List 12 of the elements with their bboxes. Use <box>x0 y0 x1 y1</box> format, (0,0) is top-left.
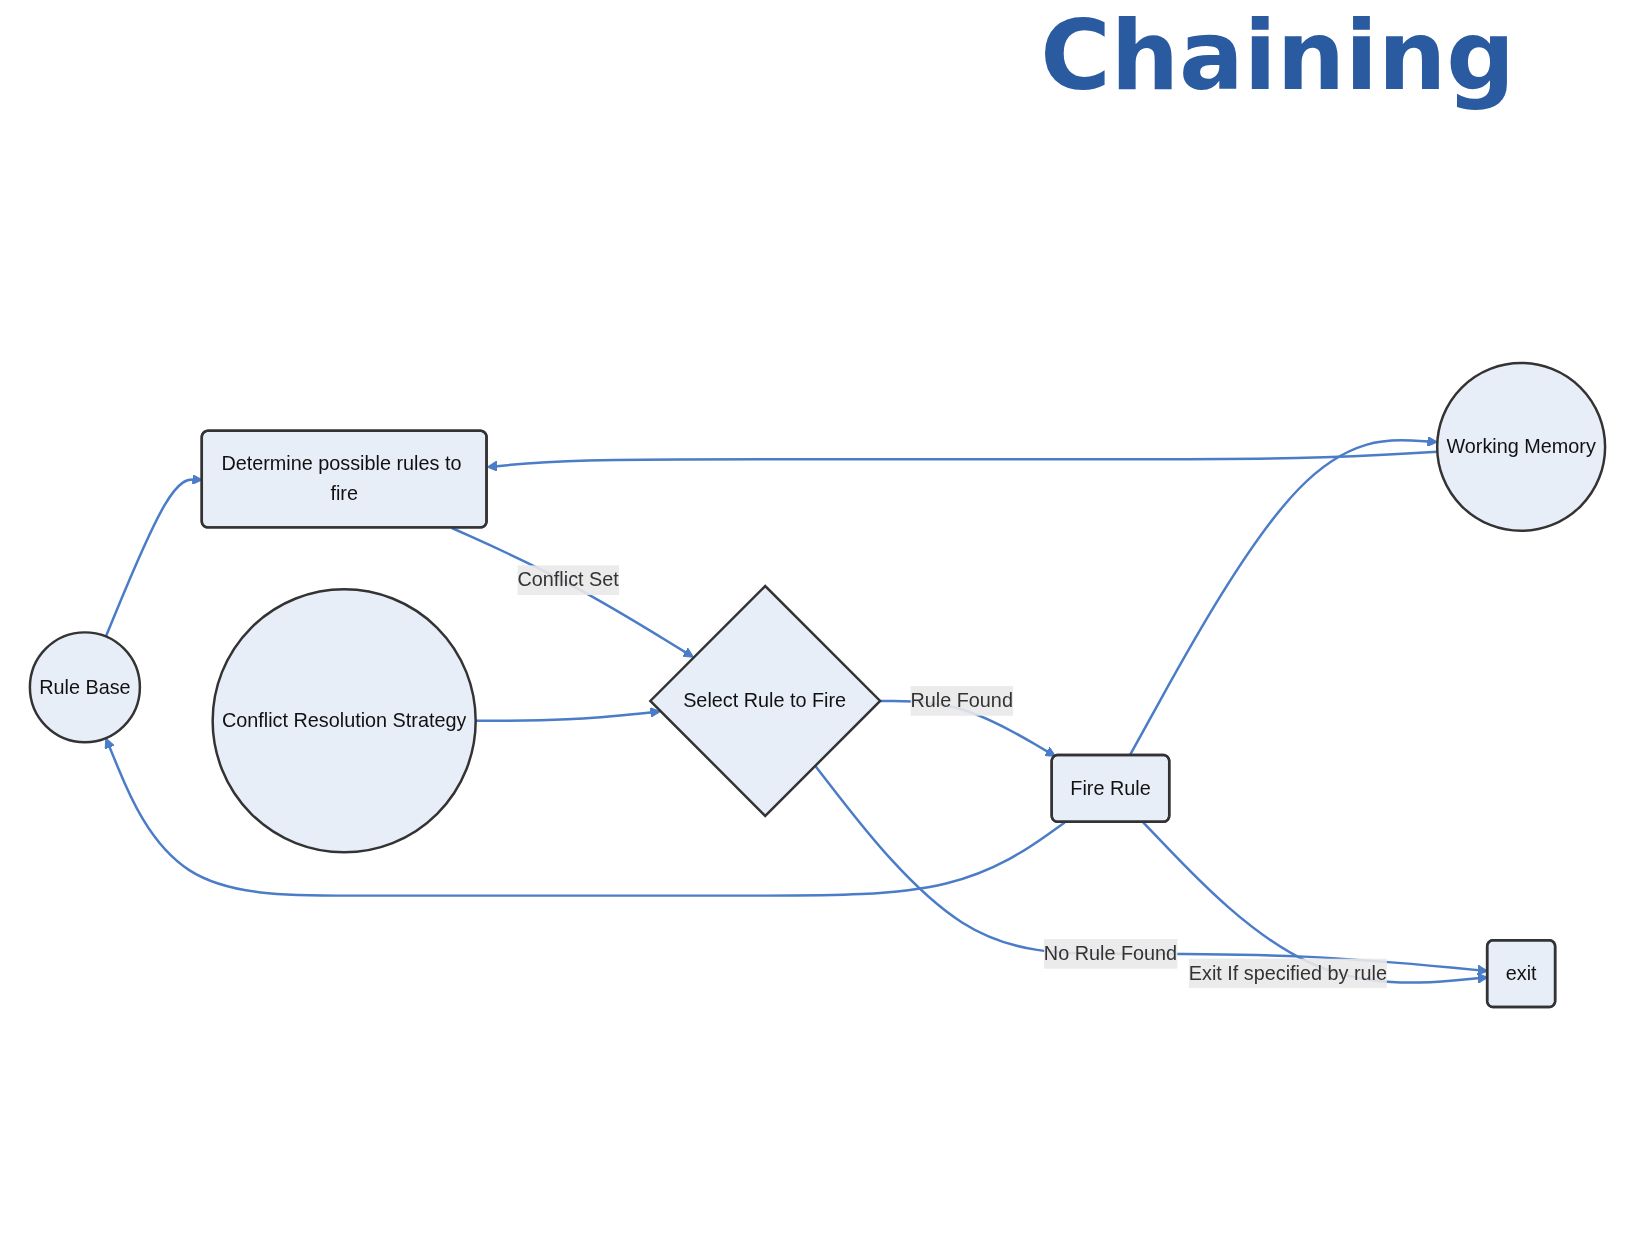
edge-label: No Rule Found <box>1043 942 1178 964</box>
arrow <box>475 707 661 723</box>
edge-label: Exit If specified by rule <box>1188 962 1387 984</box>
node-diamond: Select Rule to Fire <box>648 584 882 818</box>
diagram-title: Chaining <box>1040 0 1515 112</box>
node-circle: Working Memory <box>1435 361 1607 533</box>
edge-label: Conflict Set <box>517 568 619 591</box>
arrow <box>104 737 1066 897</box>
node-circle: Rule Base <box>28 631 142 744</box>
node-circle: Conflict Resolution Strategy <box>211 588 477 854</box>
edge-label: Rule Found <box>910 689 1013 711</box>
arrow <box>486 450 1438 472</box>
